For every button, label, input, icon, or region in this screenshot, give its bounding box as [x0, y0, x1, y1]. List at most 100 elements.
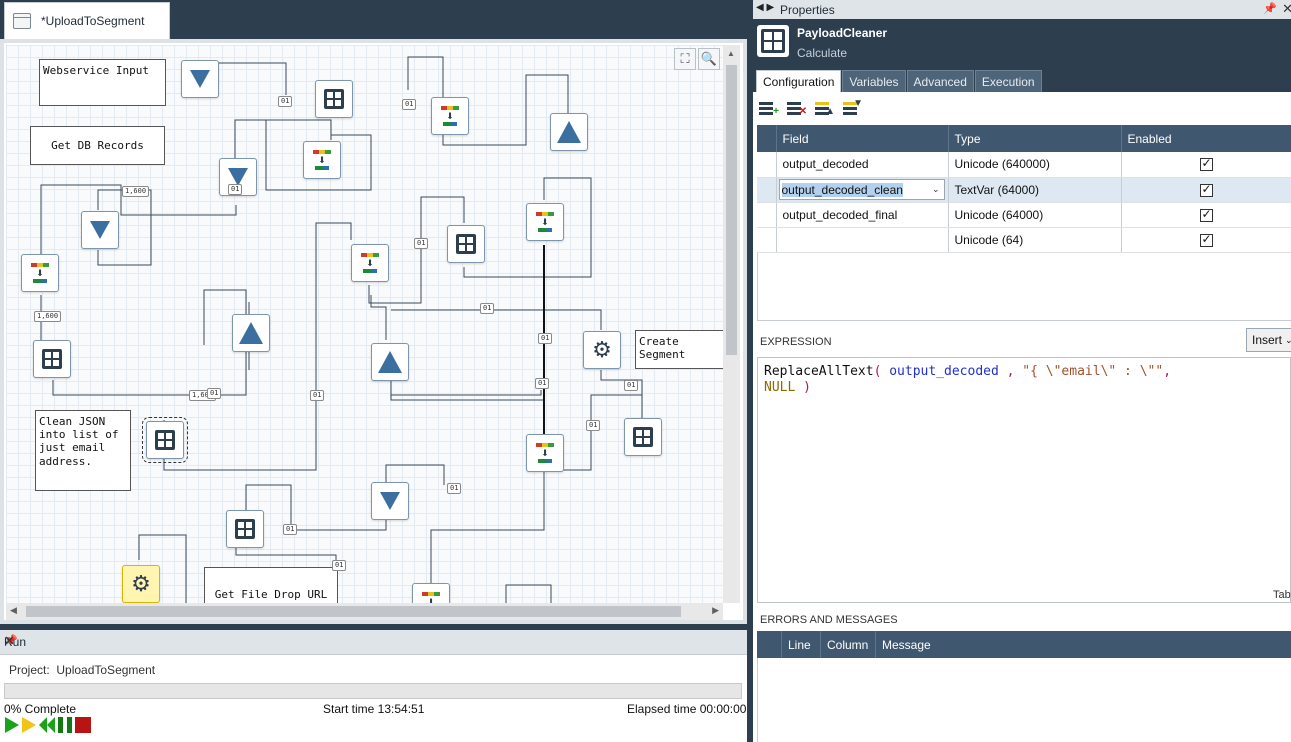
insert-button[interactable]: Insert ⌄: [1246, 328, 1291, 352]
scrollbar-thumb[interactable]: [726, 65, 737, 355]
payload-cleaner-node[interactable]: [142, 417, 188, 463]
delete-field-button[interactable]: ✕: [787, 99, 809, 117]
panel-splitter[interactable]: [747, 0, 753, 742]
close-icon[interactable]: ✕: [4, 633, 15, 648]
document-tab[interactable]: *UploadToSegment: [4, 2, 170, 39]
webservice-input-node[interactable]: [181, 60, 219, 98]
connector-label: 01: [480, 303, 495, 314]
pin-icon[interactable]: 📌: [1263, 3, 1277, 15]
sort-node[interactable]: ⬇: [526, 434, 564, 472]
enabled-checkbox[interactable]: [1199, 182, 1213, 197]
add-field-button[interactable]: +: [759, 99, 781, 117]
expression-editor[interactable]: ReplaceAllText( output_decoded , "{ \"em…: [757, 357, 1291, 603]
enabled-checkbox[interactable]: [1199, 207, 1213, 222]
calculator-icon: [456, 234, 476, 254]
table-row[interactable]: output_decoded_final Unicode (64000): [757, 202, 1291, 228]
close-icon[interactable]: ✕: [1282, 1, 1291, 16]
run-button[interactable]: [5, 717, 19, 733]
sort-node[interactable]: ⬇: [351, 244, 389, 282]
horizontal-scrollbar[interactable]: ◀▶: [6, 603, 723, 620]
column-header-message[interactable]: Message: [882, 637, 931, 652]
sort-node[interactable]: ⬇: [412, 583, 450, 603]
nav-arrows-icon[interactable]: ◀ ▶: [756, 2, 775, 13]
vertical-scrollbar[interactable]: ▲: [723, 45, 740, 603]
scrollbar-thumb[interactable]: [26, 606, 681, 617]
row-header[interactable]: [757, 227, 777, 253]
scroll-left-icon[interactable]: ◀: [10, 605, 17, 615]
note-get-db-records[interactable]: Get DB Records: [30, 126, 165, 165]
tab-execution[interactable]: Execution: [974, 70, 1042, 92]
enabled-checkbox[interactable]: [1199, 156, 1213, 172]
column-header-field[interactable]: Field: [776, 125, 949, 152]
chevron-down-icon[interactable]: ⌄: [931, 184, 940, 194]
tab-variables[interactable]: Variables: [842, 70, 906, 92]
move-field-up-button[interactable]: ▲: [815, 99, 837, 117]
sort-node[interactable]: ⬇: [431, 97, 469, 135]
workflow-canvas[interactable]: Webservice Input Get DB Records Clean JS…: [6, 45, 723, 603]
pause-button[interactable]: [58, 717, 72, 733]
note-create-segment[interactable]: Create Segment: [635, 330, 723, 369]
field-name-editor[interactable]: output_decoded_clean ⌄: [778, 179, 945, 200]
expr-string-literal: "{ \"email\" : \"": [1022, 364, 1164, 379]
table-row[interactable]: output_decoded Unicode (640000): [757, 152, 1291, 178]
row-header[interactable]: [757, 202, 777, 228]
field-name-cell[interactable]: output_decoded_final: [776, 202, 949, 228]
calculate-node[interactable]: [315, 80, 353, 118]
fields-grid[interactable]: Field Type Enabled output_decoded Unicod…: [757, 125, 1291, 253]
sort-node[interactable]: ⬇: [21, 254, 59, 292]
webservice-call-node[interactable]: ⚙: [583, 331, 621, 369]
output-node[interactable]: [371, 343, 409, 381]
tab-configuration[interactable]: Configuration: [756, 70, 842, 92]
filter-node[interactable]: [219, 158, 257, 196]
webservice-call-node[interactable]: ⚙: [122, 565, 160, 603]
calculate-node[interactable]: [33, 340, 71, 378]
filter-node[interactable]: [81, 211, 119, 249]
move-field-down-button[interactable]: ▼: [843, 99, 865, 117]
column-header-type[interactable]: Type: [948, 125, 1122, 152]
zoom-button[interactable]: 🔍: [698, 48, 720, 70]
sort-node[interactable]: ⬇: [303, 141, 341, 179]
filter-node[interactable]: [371, 482, 409, 520]
field-name-value[interactable]: output_decoded_clean: [781, 182, 903, 197]
calculate-node[interactable]: [226, 510, 264, 548]
pin-icon[interactable]: 📌: [4, 635, 18, 647]
fit-to-view-button[interactable]: ⛶: [674, 48, 696, 70]
row-header[interactable]: [757, 177, 777, 203]
note-clean-json[interactable]: Clean JSON into list of just email addre…: [35, 410, 131, 491]
scroll-up-icon[interactable]: ▲: [727, 49, 735, 58]
connector-label: 01: [332, 560, 347, 571]
output-node[interactable]: [232, 314, 270, 352]
column-header-column[interactable]: Column: [821, 631, 876, 658]
field-name-cell[interactable]: [776, 227, 949, 253]
enabled-cell[interactable]: [1121, 202, 1291, 228]
field-name-cell[interactable]: output_decoded: [776, 152, 949, 178]
table-row[interactable]: output_decoded_clean ⌄ TextVar (64000): [757, 177, 1291, 203]
enabled-cell[interactable]: [1121, 152, 1291, 178]
connector-label: 01: [207, 388, 222, 399]
stop-button[interactable]: [75, 717, 91, 733]
enabled-cell[interactable]: [1121, 177, 1291, 203]
enabled-cell[interactable]: [1121, 227, 1291, 253]
sort-node[interactable]: ⬇: [526, 203, 564, 241]
table-row[interactable]: Unicode (64): [757, 227, 1291, 253]
note-webservice-input[interactable]: Webservice Input: [39, 59, 166, 106]
field-type-cell[interactable]: Unicode (640000): [948, 152, 1122, 178]
field-type-cell[interactable]: TextVar (64000): [948, 177, 1122, 203]
field-type-cell[interactable]: Unicode (64): [948, 227, 1122, 253]
row-header[interactable]: [757, 152, 777, 178]
debug-run-button[interactable]: [22, 717, 36, 733]
tab-advanced[interactable]: Advanced: [906, 70, 974, 92]
field-name-cell[interactable]: output_decoded_clean ⌄: [776, 177, 949, 203]
calculate-node[interactable]: [624, 418, 662, 456]
enabled-checkbox[interactable]: [1199, 232, 1213, 247]
column-header-enabled[interactable]: Enabled: [1121, 125, 1291, 152]
note-get-file-drop-url[interactable]: Get File Drop URL: [204, 567, 338, 603]
scroll-right-icon[interactable]: ▶: [712, 605, 719, 615]
sort-icon: ⬇: [360, 253, 380, 273]
field-type-cell[interactable]: Unicode (64000): [948, 202, 1122, 228]
calculate-node[interactable]: [447, 225, 485, 263]
output-node[interactable]: [550, 113, 588, 151]
step-back-button[interactable]: [39, 717, 55, 733]
column-header-line[interactable]: Line: [782, 631, 821, 658]
object-type: Calculate: [797, 46, 848, 60]
